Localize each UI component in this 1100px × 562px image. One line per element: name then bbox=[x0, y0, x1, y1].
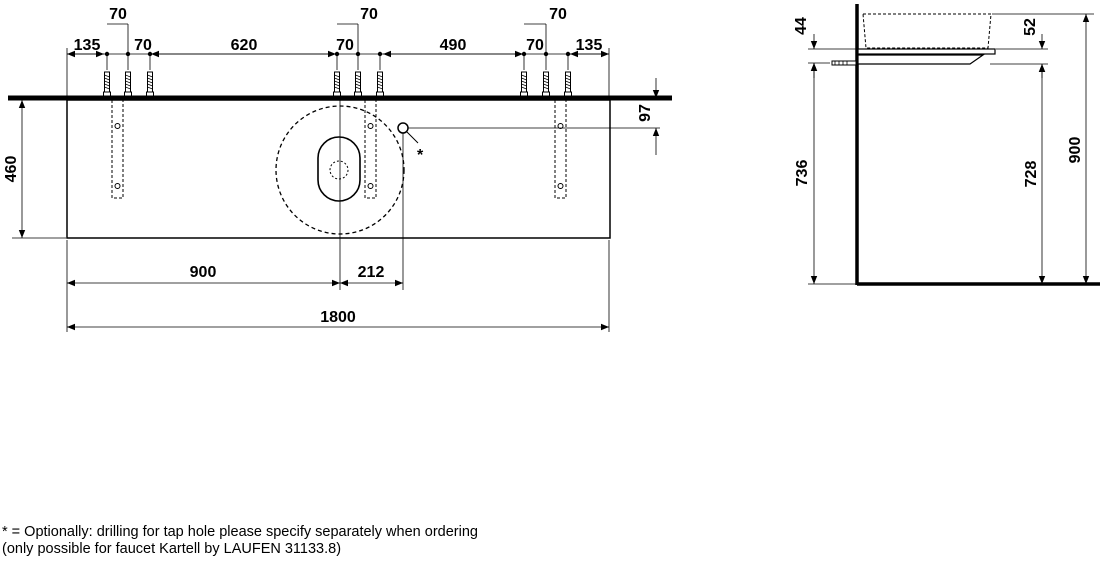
dim-460: 460 bbox=[3, 156, 20, 183]
vanity-body bbox=[66, 99, 611, 239]
side-extension-lines bbox=[808, 13, 1094, 285]
front-view: * bbox=[3, 6, 672, 332]
bracket-left bbox=[111, 99, 124, 199]
dim-70-left-lower: 70 bbox=[134, 37, 152, 54]
screw bbox=[333, 71, 341, 97]
dim-135-left: 135 bbox=[74, 37, 101, 54]
screw bbox=[354, 71, 362, 97]
screw bbox=[146, 71, 154, 97]
dim-52: 52 bbox=[1022, 18, 1039, 36]
bracket-middle bbox=[364, 99, 377, 199]
dim-70-right-upper: 70 bbox=[549, 6, 567, 23]
dim-1800: 1800 bbox=[320, 309, 356, 326]
dim-97-lines bbox=[612, 78, 660, 155]
dim-460-lines bbox=[12, 100, 66, 239]
side-bolt bbox=[831, 60, 857, 66]
screw bbox=[564, 71, 572, 97]
top-dimension-chain bbox=[67, 23, 609, 70]
dim-620: 620 bbox=[231, 37, 258, 54]
side-basin-dashed bbox=[862, 13, 992, 49]
screw bbox=[520, 71, 528, 97]
dim-70-mid-lower: 70 bbox=[336, 37, 354, 54]
dim-70-mid-upper: 70 bbox=[360, 6, 378, 23]
screw bbox=[103, 71, 111, 97]
screw bbox=[124, 71, 132, 97]
side-view: 44 736 52 728 900 bbox=[793, 4, 1100, 286]
dim-212: 212 bbox=[358, 264, 385, 281]
side-vanity-profile bbox=[857, 54, 985, 65]
side-countertop bbox=[857, 48, 996, 55]
basin-oval bbox=[317, 136, 361, 202]
screw bbox=[376, 71, 384, 97]
dim-490: 490 bbox=[440, 37, 467, 54]
dim-135-right: 135 bbox=[576, 37, 603, 54]
footnote-line-1: * = Optionally: drilling for tap hole pl… bbox=[2, 524, 478, 540]
screw bbox=[542, 71, 550, 97]
dim-900-side: 900 bbox=[1067, 137, 1084, 164]
dim-44: 44 bbox=[793, 17, 810, 35]
dim-728: 728 bbox=[1023, 161, 1040, 188]
dim-70-right-lower: 70 bbox=[526, 37, 544, 54]
footnote-line-2: (only possible for faucet Kartell by LAU… bbox=[2, 541, 342, 557]
dim-70-left-upper: 70 bbox=[109, 6, 127, 23]
asterisk-label: * bbox=[417, 147, 424, 164]
dim-736: 736 bbox=[794, 160, 811, 187]
asterisk-leader bbox=[406, 131, 419, 144]
drain-circle bbox=[329, 160, 349, 180]
tap-hole bbox=[397, 122, 409, 134]
dim-97: 97 bbox=[637, 104, 654, 122]
wall-screws bbox=[103, 71, 572, 97]
dim-900-front: 900 bbox=[190, 264, 217, 281]
bracket-right bbox=[554, 99, 567, 199]
